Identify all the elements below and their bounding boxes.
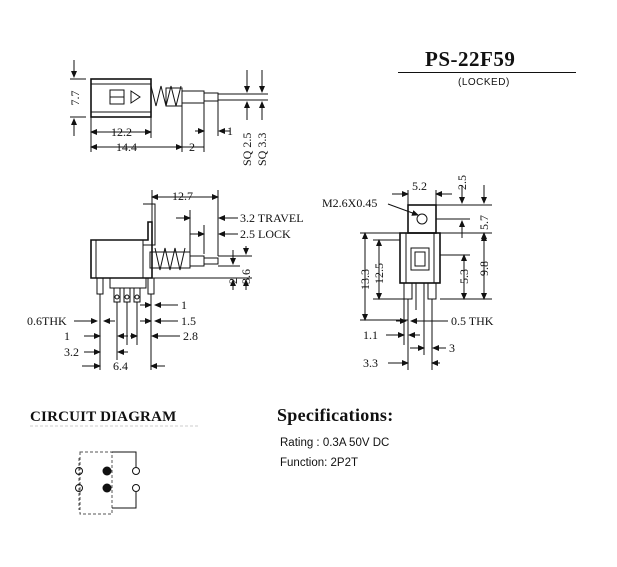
dim-2-8: 2.8 — [183, 329, 198, 343]
dim-2-5-end: 2.5 — [455, 175, 469, 190]
dim-1-1: 1.1 — [363, 328, 378, 342]
dim-5-2: 5.2 — [412, 179, 427, 193]
dim-2: 2 — [189, 140, 195, 154]
dim-0-6thk: 0.6THK — [27, 314, 67, 328]
end-body — [399, 232, 441, 284]
circuit-diagram — [30, 425, 200, 515]
circuit-diagram-heading: CIRCUIT DIAGRAM — [30, 409, 177, 425]
dim-3: 3 — [449, 341, 455, 355]
spec-rating: Rating : 0.3A 50V DC — [280, 437, 390, 449]
top-view: 7.7 12.2 14.4 2 1 SQ 2.5 SQ 3.3 — [68, 60, 269, 166]
dim-2-side: 2 — [226, 278, 240, 284]
dim-3-3-end: 3.3 — [363, 356, 378, 370]
model-title: PS-22F59 — [425, 47, 516, 71]
title-underline — [398, 72, 576, 73]
side-terminals — [96, 277, 155, 312]
dim-sq-2-5: SQ 2.5 — [240, 133, 254, 166]
dim-sq-3-3: SQ 3.3 — [255, 133, 269, 166]
dim-1-lower: 1.5 — [181, 314, 196, 328]
terminal-right-top — [132, 467, 140, 475]
dim-0-5thk: 0.5 THK — [451, 314, 494, 328]
dim-14-4: 14.4 — [116, 140, 137, 154]
variant-label: (LOCKED) — [458, 77, 510, 88]
dim-12-5: 12.5 — [372, 263, 386, 284]
dim-1-5: 1 — [64, 329, 70, 343]
specifications-heading: Specifications: — [277, 405, 394, 425]
dim-9-8: 9.8 — [477, 261, 491, 276]
top-shaft — [181, 90, 205, 104]
dim-5-3: 5.3 — [457, 269, 471, 284]
terminal-common-top — [102, 466, 112, 476]
terminal-left-bottom — [75, 484, 83, 492]
top-body-outline — [90, 78, 152, 118]
switch-dashed-box — [79, 451, 113, 515]
dim-lock: 2.5 LOCK — [240, 227, 291, 241]
side-bracket — [143, 203, 156, 246]
end-shaft-head — [407, 204, 437, 234]
terminal-right-bottom — [132, 484, 140, 492]
dim-travel: 3.2 TRAVEL — [240, 211, 304, 225]
spec-function: Function: 2P2T — [280, 457, 358, 469]
dim-1: 1 — [227, 124, 233, 138]
dim-6-4: 6.4 — [113, 359, 128, 373]
terminal-left-top — [75, 467, 83, 475]
dim-12-2: 12.2 — [111, 125, 132, 139]
terminal-common-bottom — [102, 483, 112, 493]
end-view: 5.2 2.5 M2.6X0.45 5.7 9.8 5.3 13.3 12.5 — [322, 175, 494, 370]
dim-3-2: 3.2 — [64, 345, 79, 359]
dim-m2-6: M2.6X0.45 — [322, 196, 377, 210]
side-view: 12.7 3.2 TRAVEL 2.5 LOCK 2 3.6 1 0.6THK … — [27, 189, 304, 373]
dim-1-upper: 1 — [181, 298, 187, 312]
side-spring — [154, 247, 186, 271]
dim-3-6: 3.6 — [239, 269, 253, 284]
dim-13-3: 13.3 — [358, 269, 372, 290]
end-mount-hole — [416, 213, 428, 225]
dim-5-7: 5.7 — [477, 215, 491, 230]
dim-7-7: 7.7 — [68, 91, 82, 106]
dim-12-7: 12.7 — [172, 189, 193, 203]
